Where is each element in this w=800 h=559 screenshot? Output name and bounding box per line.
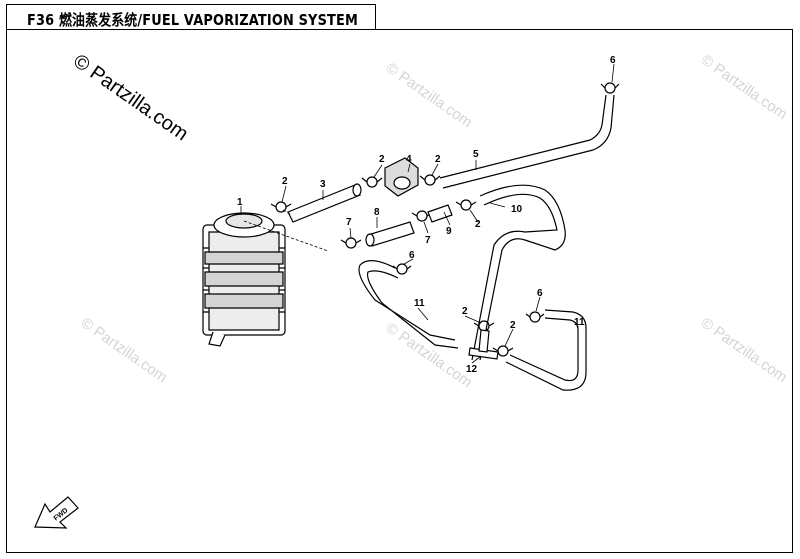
watermark-faint: © Partzilla.com <box>698 51 791 123</box>
clamp-part-6[interactable] <box>600 82 620 94</box>
callout-1: 1 <box>237 197 243 208</box>
hose-part-11[interactable] <box>505 309 587 391</box>
callout-12: 12 <box>466 364 478 375</box>
callout-10: 10 <box>511 204 523 215</box>
callout-2: 2 <box>379 154 385 165</box>
watermark-faint: © Partzilla.com <box>698 314 791 386</box>
title-box: F36 燃油蒸发系统/FUEL VAPORIZATION SYSTEM <box>6 4 376 30</box>
page-title: F36 燃油蒸发系统/FUEL VAPORIZATION SYSTEM <box>27 11 359 29</box>
hose-part-8[interactable] <box>365 221 415 247</box>
callout-4: 4 <box>406 154 412 165</box>
clamp-part[interactable] <box>270 201 292 213</box>
callout-5: 5 <box>473 149 479 160</box>
clamp-part-6[interactable] <box>525 311 545 323</box>
fwd-arrow-icon: FWD <box>34 496 79 529</box>
clamp-part-6[interactable] <box>392 263 412 275</box>
callout-2: 2 <box>282 176 288 187</box>
callout-7: 7 <box>425 235 431 246</box>
hose-part-11[interactable] <box>358 260 459 349</box>
valve-part-4[interactable] <box>384 157 419 197</box>
callout-6: 6 <box>409 250 415 261</box>
callout-2: 2 <box>435 154 441 165</box>
hose-part-3[interactable] <box>287 183 362 223</box>
hose-part-5[interactable] <box>439 94 615 189</box>
clamp-part[interactable] <box>419 174 441 186</box>
callout-2: 2 <box>475 219 481 230</box>
callout-8: 8 <box>374 207 380 218</box>
callout-7: 7 <box>346 217 352 228</box>
callout-2: 2 <box>462 306 468 317</box>
watermark-faint: © Partzilla.com <box>383 59 476 131</box>
clamp-part-7[interactable] <box>340 237 362 249</box>
canister-part[interactable] <box>202 212 286 347</box>
connector-part-9[interactable] <box>427 204 453 223</box>
clamp-part[interactable] <box>473 320 495 332</box>
callout-6: 6 <box>610 55 616 66</box>
clamp-part[interactable] <box>455 199 477 211</box>
callout-11: 11 <box>574 317 585 328</box>
watermark-faint: © Partzilla.com <box>78 314 171 386</box>
watermark-main: © Partzilla.com <box>69 50 192 145</box>
clamp-part[interactable] <box>492 345 514 357</box>
callout-9: 9 <box>446 226 452 237</box>
callout-2: 2 <box>510 320 516 331</box>
callout-6: 6 <box>537 288 543 299</box>
watermark-faint: © Partzilla.com <box>383 319 476 391</box>
diagram-frame <box>6 29 793 553</box>
tjoint-part-12[interactable] <box>468 329 499 360</box>
callout-11: 11 <box>414 298 425 309</box>
clamp-part[interactable] <box>361 176 383 188</box>
hose-part-10[interactable] <box>471 184 566 361</box>
callout-3: 3 <box>320 179 326 190</box>
